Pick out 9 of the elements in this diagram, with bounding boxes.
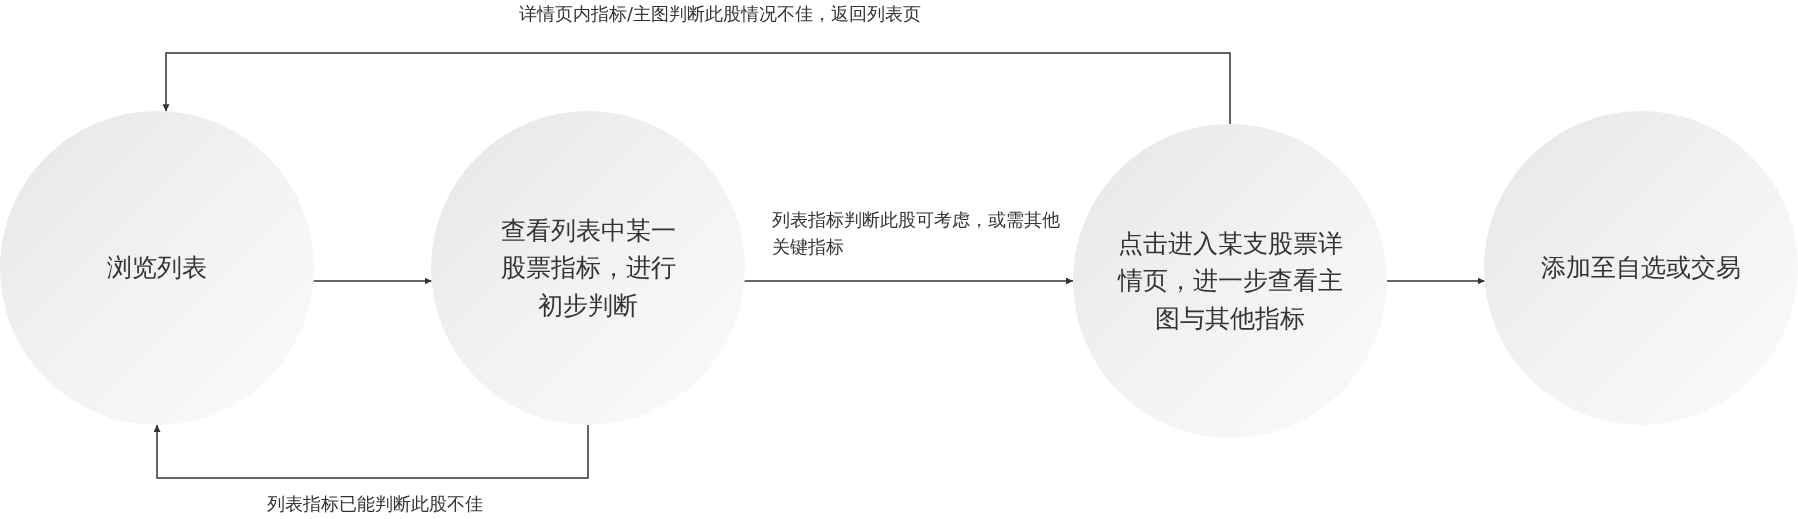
arrow	[743, 277, 1074, 285]
arrow	[1386, 277, 1486, 285]
step-text: 添加至自选或交易	[1540, 252, 1742, 285]
arrow	[153, 424, 589, 479]
step-text: 点击进入某支股票详情页，进一步查看主图与其他指标	[1116, 227, 1344, 335]
step-text: 浏览列表	[106, 252, 208, 285]
arrow	[162, 52, 1231, 125]
step-text: 查看列表中某一股票指标，进行初步判断	[499, 214, 677, 322]
arrow	[312, 277, 433, 285]
